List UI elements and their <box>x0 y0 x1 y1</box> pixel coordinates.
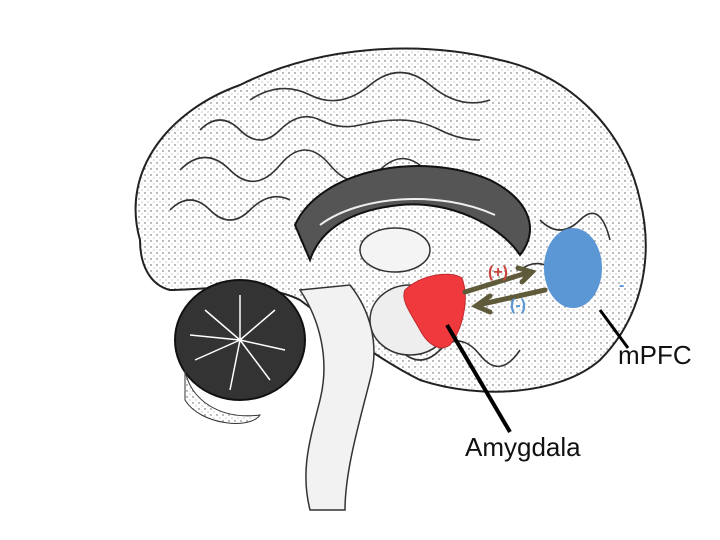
inhibitory-label: (-) <box>510 297 526 314</box>
corpus-callosum <box>293 165 531 263</box>
amygdala-label: Amygdala <box>465 432 581 462</box>
brainstem <box>298 284 375 511</box>
mpfc-region <box>544 228 602 308</box>
amygdala-leader-line <box>445 323 512 434</box>
minus-mark: - <box>619 277 625 294</box>
excitatory-arrow <box>462 265 537 295</box>
mpfc-leader-line <box>598 309 630 349</box>
excitatory-label: (+) <box>488 264 508 281</box>
mpfc-label: mPFC <box>618 340 692 370</box>
inhibitory-arrow <box>470 287 548 315</box>
thalamus <box>359 227 431 273</box>
